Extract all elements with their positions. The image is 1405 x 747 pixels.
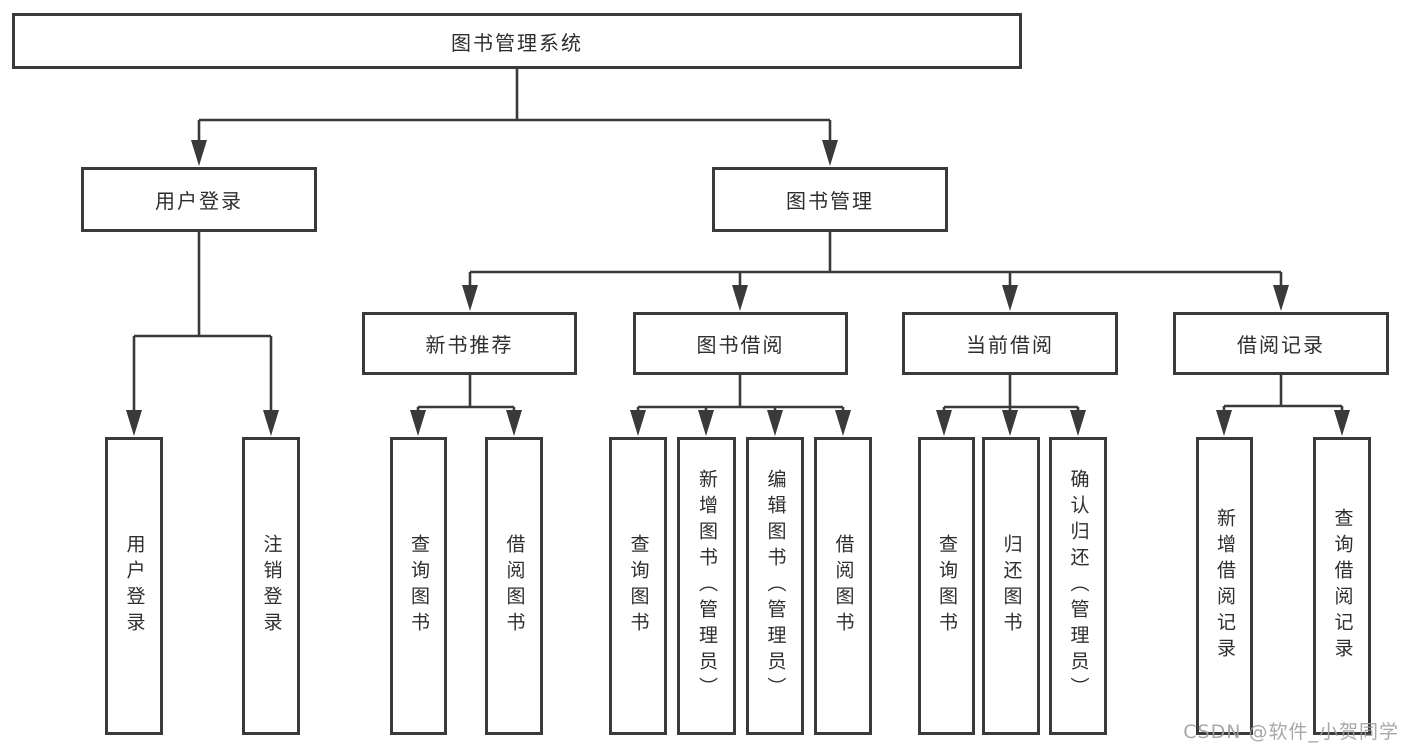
node-label: 查询图书 (627, 534, 650, 638)
node-label: 用户登录 (123, 534, 146, 638)
node-label: 借阅记录 (1237, 333, 1325, 357)
arrow-down-icon (936, 410, 952, 436)
node-book-mgmt: 图书管理 (712, 167, 948, 232)
node-label: 借阅图书 (832, 534, 855, 638)
node-label: 图书管理 (786, 189, 874, 213)
arrow-down-icon (191, 140, 207, 166)
leaf-query-borrow-record: 查询借阅记录 (1313, 437, 1371, 735)
connector-root-to-level2 (197, 69, 832, 146)
node-label: 新书推荐 (425, 333, 514, 357)
node-root: 图书管理系统 (12, 13, 1022, 69)
arrow-down-icon (1070, 410, 1086, 436)
leaf-add-books-admin: 新增图书（管理员） (677, 437, 736, 735)
leaf-edit-books-admin: 编辑图书（管理员） (746, 437, 804, 735)
arrow-down-icon (410, 410, 426, 436)
arrow-down-icon (835, 410, 851, 436)
arrow-down-icon (1273, 285, 1289, 311)
arrow-down-icon (1334, 410, 1350, 436)
node-label: 用户登录 (155, 189, 243, 213)
node-label: 归还图书 (1000, 534, 1023, 638)
connector-records-group (1222, 375, 1344, 420)
node-current: 当前借阅 (902, 312, 1118, 375)
leaf-logout: 注销登录 (242, 437, 300, 735)
node-new-books: 新书推荐 (362, 312, 577, 375)
arrow-down-icon (263, 410, 279, 436)
arrow-down-icon (126, 410, 142, 436)
arrow-down-icon (630, 410, 646, 436)
arrow-down-icon (822, 140, 838, 166)
node-label: 新增借阅记录 (1214, 508, 1236, 664)
node-label: 图书借阅 (696, 333, 785, 357)
node-label: 查询图书 (408, 534, 430, 638)
leaf-query-books-2: 查询图书 (609, 437, 667, 735)
connector-new-books-group (416, 375, 516, 420)
node-records: 借阅记录 (1173, 312, 1389, 375)
node-label: 图书管理系统 (451, 30, 583, 55)
connector-book-mgmt-to-level3 (468, 232, 1283, 290)
arrow-down-icon (767, 410, 783, 436)
node-user-login: 用户登录 (81, 167, 317, 232)
node-borrow: 图书借阅 (633, 312, 848, 375)
arrow-down-icon (1002, 410, 1018, 436)
leaf-return-books: 归还图书 (982, 437, 1040, 735)
node-label: 注销登录 (260, 534, 283, 638)
node-label: 确认归还（管理员） (1067, 469, 1090, 703)
leaf-confirm-return-admin: 确认归还（管理员） (1049, 437, 1107, 735)
arrow-down-icon (506, 410, 522, 436)
node-label: 当前借阅 (966, 333, 1054, 357)
connector-borrow-group (636, 375, 845, 420)
arrow-down-icon (1216, 410, 1232, 436)
arrow-down-icon (1002, 285, 1018, 311)
node-label: 查询图书 (936, 534, 958, 638)
node-label: 编辑图书（管理员） (764, 469, 787, 703)
leaf-query-books-3: 查询图书 (918, 437, 975, 735)
arrow-down-icon (462, 285, 478, 311)
connector-user-login-group (132, 232, 273, 420)
node-label: 借阅图书 (503, 534, 526, 638)
leaf-borrow-books-2: 借阅图书 (814, 437, 872, 735)
leaf-borrow-books-1: 借阅图书 (485, 437, 543, 735)
csdn-watermark: CSDN @软件_小贺同学 (1183, 721, 1399, 743)
arrow-down-icon (732, 285, 748, 311)
leaf-query-books-1: 查询图书 (390, 437, 447, 735)
leaf-add-borrow-record: 新增借阅记录 (1196, 437, 1253, 735)
leaf-user-login: 用户登录 (105, 437, 163, 735)
node-label: 查询借阅记录 (1331, 508, 1354, 664)
arrow-down-icon (698, 410, 714, 436)
node-label: 新增图书（管理员） (696, 469, 718, 703)
